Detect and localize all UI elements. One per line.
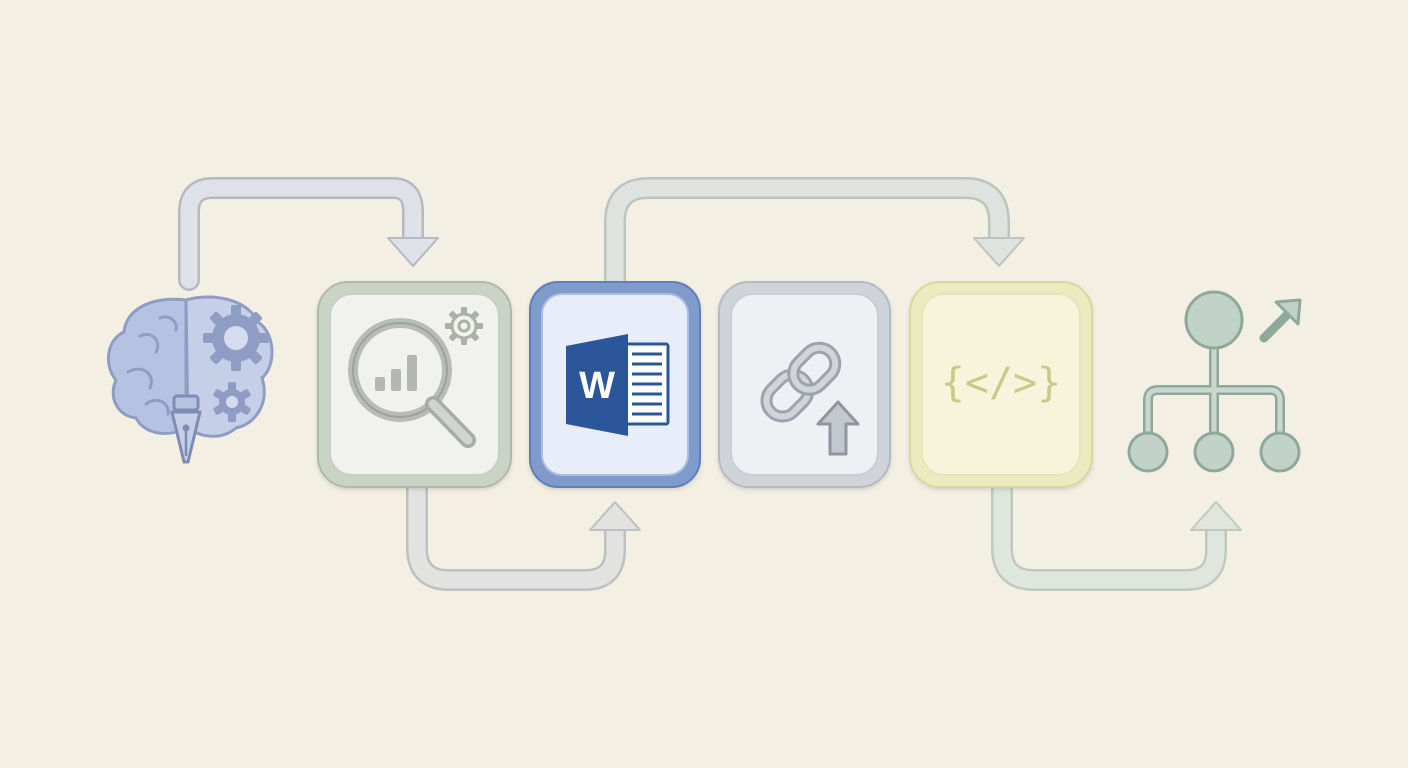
connector-analysis-to-word bbox=[406, 479, 641, 591]
code-braces-icon: {</>} bbox=[941, 360, 1061, 406]
word-document-icon: W bbox=[566, 334, 670, 436]
pen-nib-icon bbox=[170, 394, 202, 464]
connector-code-to-hierarchy bbox=[991, 479, 1242, 591]
code-glyph: {</>} bbox=[941, 360, 1061, 406]
word-letter: W bbox=[579, 365, 615, 407]
link-upload-icon bbox=[760, 341, 860, 456]
connector-brain-to-analysis bbox=[178, 177, 439, 291]
gear-icon bbox=[445, 307, 483, 345]
connector-word-to-code bbox=[604, 177, 1025, 291]
hierarchy-growth-icon bbox=[1127, 290, 1302, 473]
brain-gear-pen-icon bbox=[106, 295, 274, 464]
magnifier-chart-icon bbox=[348, 318, 476, 448]
growth-arrow-icon bbox=[1259, 298, 1302, 343]
code-card[interactable] bbox=[909, 281, 1093, 488]
